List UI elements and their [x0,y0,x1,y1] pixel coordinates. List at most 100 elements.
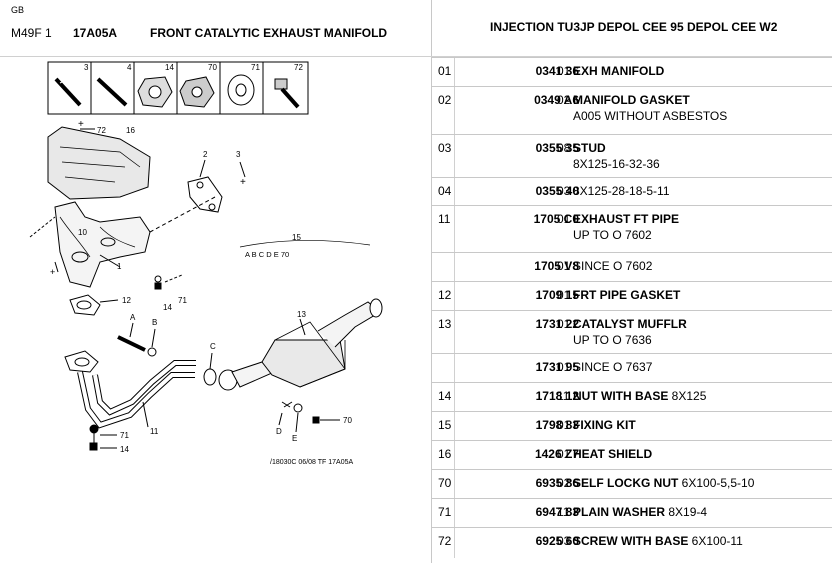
part-description: FRT PIPE GASKET [573,288,680,302]
part-description: STUD [573,141,606,155]
part-ref: 04 [438,184,452,198]
callout-2: 2 [203,150,208,159]
part-description-main: CATALYST MUFFLR [573,317,687,331]
callout-D: D [276,427,282,436]
callout-72: 72 [97,126,106,135]
strip-label-72: 72 [294,63,303,72]
part-description: EXH MANIFOLD [573,64,664,78]
part-description-main: EXHAUST FT PIPE [573,212,680,226]
row-divider [454,499,455,528]
part-description-extra: SINCE O 7602 [573,259,653,273]
part-ref: 02 [438,93,452,107]
heat-shield-part: 72 16 + [47,119,151,200]
part-number: 1731 95 [535,360,579,374]
part-number: 6925 60 [535,534,579,548]
long-stud-icon [96,77,128,107]
part-quantity: 01 [557,212,571,226]
part-description-extra: 6X100-11 [688,534,743,548]
row-divider [454,441,455,470]
part-number: 1705 V8 [534,259,579,273]
part-description-extra: 6X100-5,5-10 [678,476,755,490]
callout-10: 10 [78,228,87,237]
part-number: 0341 36 [535,64,579,78]
strip-label-70: 70 [208,63,217,72]
section-title: FRONT CATALYTIC EXHAUST MANIFOLD [150,26,388,40]
part-quantity: 03 [557,184,571,198]
part-number: 1426 Z7 [534,447,579,461]
part-description: SINCE O 7637 [573,360,652,374]
part-quantity: 03 [557,534,571,548]
part-ref: 12 [438,288,452,302]
part-description-main: PLAIN WASHER [573,505,666,519]
bolt-a-b-parts: A B [117,313,157,357]
part-number: 0349 A6 [534,93,579,107]
right-header: INJECTION TU3JP DEPOL CEE 95 DEPOL CEE W… [432,0,832,56]
strip-label-14: 14 [165,63,174,72]
callout-14-top: 14 [163,303,172,312]
part-description: SELF LOCKG NUT 6X100-5,5-10 [573,476,754,490]
small-parts-strip: 3 4 14 70 71 72 [47,61,309,115]
part-ref: 01 [438,64,452,78]
part-quantity: 11 [557,389,570,403]
part-description-sub: A005 WITHOUT ASBESTOS [573,109,728,123]
part-description-main: FRT PIPE GASKET [573,288,681,302]
fixing-mark: + [50,267,55,277]
part-quantity: 01 [557,64,571,78]
callout-71-top: 71 [178,296,187,305]
part-description-extra: 8X125-28-18-5-11 [573,184,670,198]
part-number: 1718 12 [535,389,579,403]
part-description-extra: SINCE O 7637 [573,360,653,374]
part-quantity: 01 [557,360,571,374]
callout-12: 12 [122,296,131,305]
part-description: NUT WITH BASE 8X125 [573,389,706,403]
part-number: 6947 83 [535,505,579,519]
diagram-reference: /18030C 06/08 TF 17A05A [270,459,353,466]
stud-mark: + [240,177,246,188]
part-description: MANIFOLD GASKET [573,93,690,107]
row-divider [454,383,455,412]
exploded-diagram: 3 4 14 70 71 72 [29,61,383,466]
part-description-main: NUT WITH BASE [573,389,669,403]
row-divider [454,135,455,178]
part-description-extra: 8X19-4 [665,505,708,519]
part-number: 1731 22 [535,317,579,331]
language-code: GB [11,5,25,15]
callout-A: A [130,313,136,322]
scale-letters: A B C D E 70 [245,250,289,259]
part-description-main: STUD [573,141,606,155]
part-ref: 71 [438,505,452,519]
part-description-main: SELF LOCKG NUT [573,476,679,490]
screw-icon [274,78,300,109]
row-divider [454,528,455,558]
callout-70: 70 [343,416,352,425]
front-pipe-gasket-part: 12 + [29,216,131,316]
row-divider [454,470,455,499]
manifold-gasket-part: 2 3 + [149,150,246,233]
part-ref: 16 [438,447,452,461]
part-description-sub: 8X125-16-32-36 [573,157,660,171]
part-description-sub: UP TO O 7602 [573,228,652,242]
part-quantity: 01 [557,288,571,302]
part-number: 6935 86 [535,476,579,490]
part-quantity: 01 [557,418,571,432]
part-description-main: HEAT SHIELD [573,447,653,461]
part-description: PLAIN WASHER 8X19-4 [573,505,707,519]
catalytic-converter-part: 13 [218,298,383,391]
row-divider [454,354,455,383]
callout-71-bottom: 71 [120,431,129,440]
